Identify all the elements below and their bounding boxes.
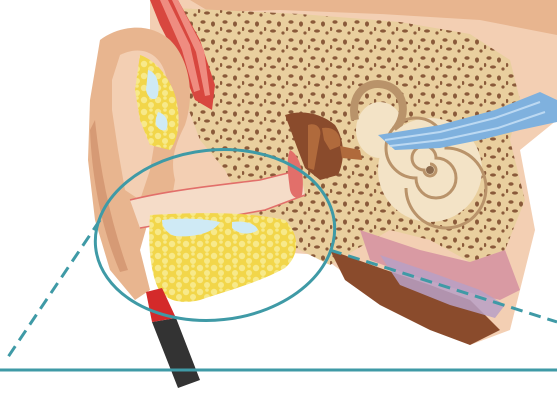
callout-dash-left: [6, 220, 100, 360]
probe: [146, 288, 200, 388]
cochlea-center: [426, 166, 434, 174]
probe-body: [152, 318, 200, 388]
